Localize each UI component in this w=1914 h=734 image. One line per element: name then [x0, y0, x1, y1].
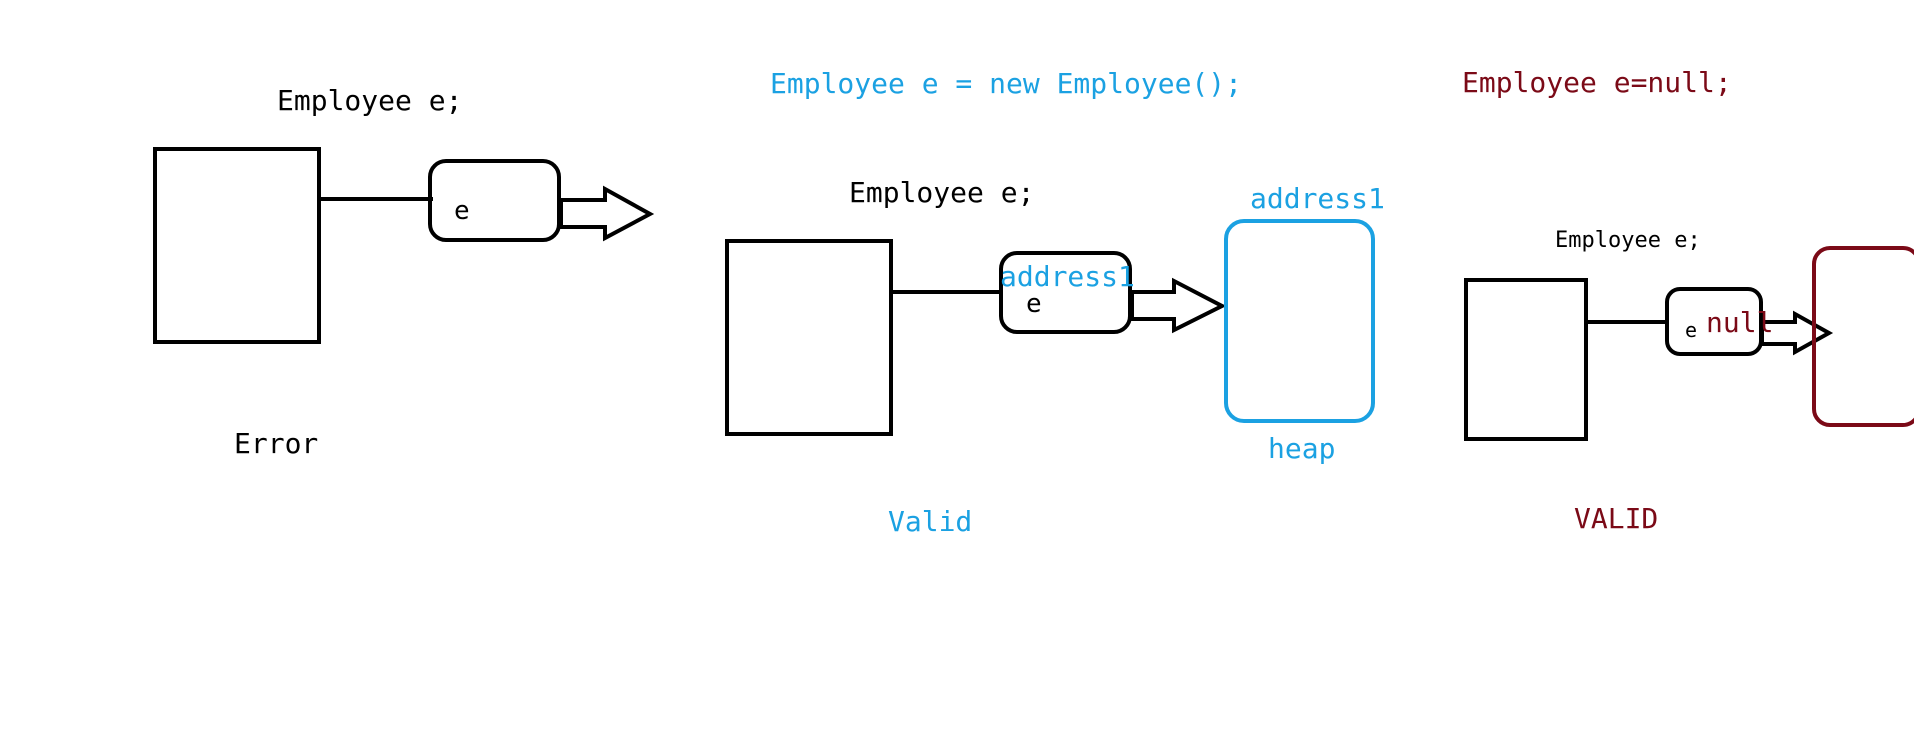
panel-new-object: Employee e = new Employee(); Employee e;…	[725, 67, 1385, 538]
null-reference-value: null	[1706, 306, 1773, 339]
error-pointer-arrow-icon	[559, 185, 655, 242]
heap-label: heap	[1268, 432, 1335, 465]
null-declaration-code: Employee e;	[1555, 228, 1701, 253]
panel-error: Employee e; e Error	[153, 84, 655, 460]
new-reference-address: address1	[1000, 260, 1135, 293]
new-pointer-arrow-icon	[1130, 277, 1227, 334]
new-reference-label: e	[1026, 289, 1042, 319]
null-assignment-code: Employee e=null;	[1462, 66, 1732, 99]
heap-address-label: address1	[1250, 182, 1385, 215]
null-reference-label: e	[1685, 318, 1697, 342]
null-object-outline	[1812, 246, 1914, 427]
null-stack-frame	[1464, 278, 1588, 441]
new-declaration-code: Employee e;	[849, 176, 1034, 209]
error-status-label: Error	[234, 427, 318, 460]
heap-object	[1224, 219, 1375, 423]
new-status-label: Valid	[888, 505, 972, 538]
new-object-code: Employee e = new Employee();	[770, 67, 1242, 100]
null-status-label: VALID	[1574, 502, 1658, 535]
error-stack-frame	[153, 147, 321, 344]
error-reference-label: e	[454, 196, 470, 226]
error-reference-variable	[428, 159, 561, 242]
error-declaration-code: Employee e;	[277, 84, 462, 117]
panel-null: Employee e=null; Employee e; e null VALI…	[1462, 66, 1914, 535]
new-stack-frame	[725, 239, 893, 436]
